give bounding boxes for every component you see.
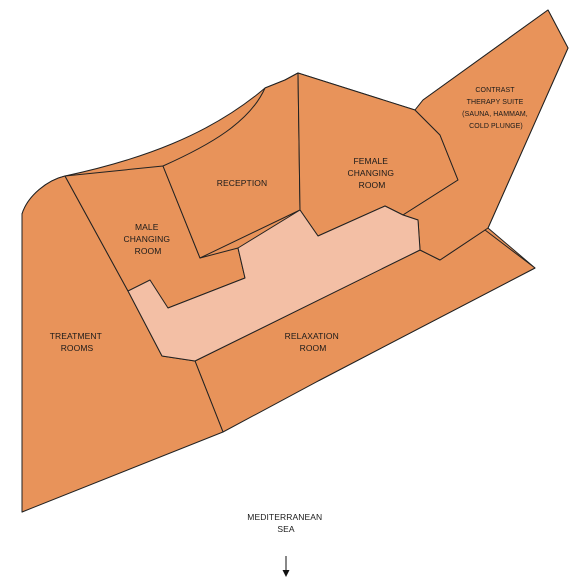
contrast-therapy-suite[interactable] [402, 9, 569, 261]
treatment-rooms[interactable] [21, 175, 224, 513]
relaxation-room-label: RELAXATION ROOM [285, 331, 342, 353]
arrow-down-icon [282, 556, 290, 577]
male-changing-label: MALE CHANGING ROOM [123, 222, 172, 256]
corridor [127, 205, 421, 362]
reception[interactable] [162, 72, 301, 259]
female-changing-label: FEMALE CHANGING ROOM [347, 156, 396, 190]
sea-label: MEDITERRANEAN SEA [247, 512, 324, 534]
reception-label: RECEPTION [217, 178, 268, 188]
contrast-therapy-label: CONTRAST THERAPY SUITE (SAUNA, HAMMAM, C… [462, 87, 530, 130]
treatment-rooms-label: TREATMENT ROOMS [50, 331, 105, 353]
